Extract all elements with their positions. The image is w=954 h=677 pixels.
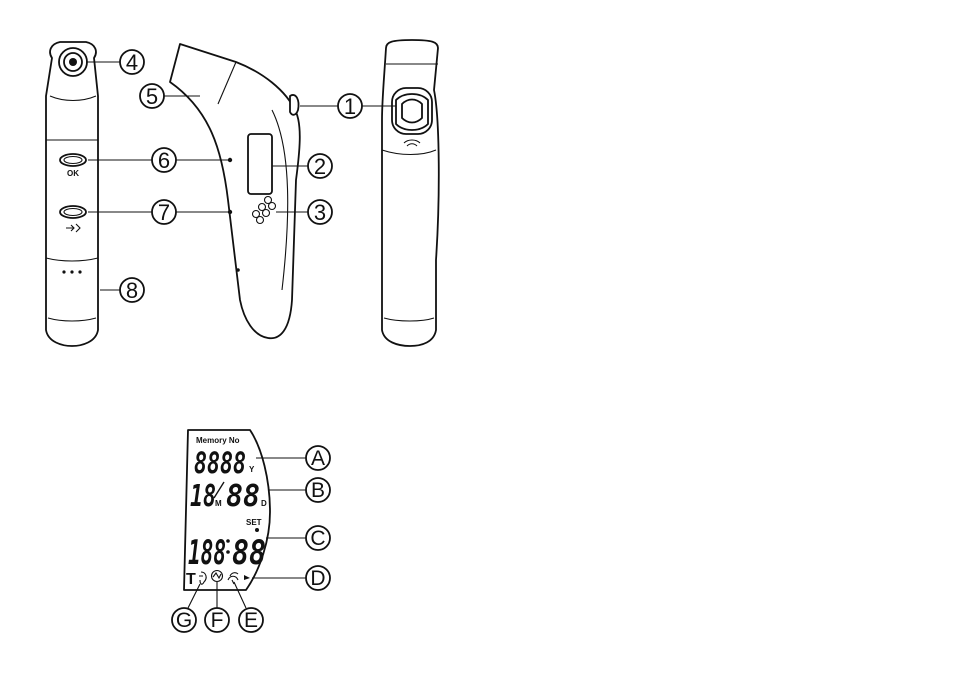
svg-text:D: D — [310, 567, 325, 590]
lcd-leader-lines — [187, 457, 306, 609]
callout-3: 3 — [307, 199, 333, 225]
svg-text:3: 3 — [314, 200, 326, 225]
forehead-icon — [210, 569, 224, 583]
svg-text:B: B — [311, 479, 325, 502]
probe-tip — [58, 47, 88, 77]
lcd-temp-left: 188 — [188, 533, 226, 573]
lcd-display: Memory No 8888 Y 18 M 88 D SET 188 88 T — [183, 429, 271, 591]
callout-A: A — [305, 445, 331, 471]
ok-button[interactable] — [59, 153, 87, 167]
measure-button[interactable] — [289, 94, 300, 116]
lcd-month-digits: 18 — [190, 479, 216, 514]
front-view: OK — [45, 41, 99, 347]
svg-text:C: C — [310, 527, 325, 550]
callout-B: B — [305, 477, 331, 503]
lcd-day-digits: 88 — [226, 479, 260, 514]
callout-7: 7 — [151, 199, 177, 225]
display-window — [247, 133, 273, 195]
sound-icon — [199, 571, 207, 585]
svg-text:4: 4 — [126, 50, 138, 75]
callout-5: 5 — [139, 83, 165, 109]
side-view — [169, 43, 301, 340]
svg-text:5: 5 — [146, 84, 158, 109]
callout-8: 8 — [119, 277, 145, 303]
svg-text:7: 7 — [158, 200, 170, 225]
mode-icons — [251, 195, 277, 225]
svg-text:F: F — [211, 609, 224, 632]
memory-dots-icon — [62, 270, 82, 274]
svg-text:G: G — [176, 609, 192, 632]
lcd-set-label: SET — [246, 518, 262, 527]
callout-1: 1 — [337, 93, 363, 119]
lcd-t-label: T — [186, 571, 196, 588]
callout-D: D — [305, 565, 331, 591]
callout-E: E — [238, 607, 264, 633]
callout-G: G — [171, 607, 197, 633]
measure-button-back[interactable] — [391, 87, 433, 135]
lcd-year-digits: 8888 — [194, 446, 246, 480]
svg-text:8: 8 — [126, 278, 138, 303]
ok-caption: OK — [67, 169, 79, 178]
svg-text:2: 2 — [314, 154, 326, 179]
memory-button[interactable] — [59, 205, 87, 219]
svg-text:E: E — [244, 609, 258, 632]
memory-arrow-icon — [66, 223, 81, 233]
svg-text:6: 6 — [158, 148, 170, 173]
lcd-day-unit: D — [261, 499, 267, 508]
battery-icon — [244, 575, 250, 580]
svg-text:A: A — [311, 447, 325, 470]
lcd-temp-right: 88 — [232, 533, 266, 573]
callout-4: 4 — [119, 49, 145, 75]
svg-text:1: 1 — [344, 94, 356, 119]
wave-icon — [403, 139, 421, 147]
callout-F: F — [204, 607, 230, 633]
lcd-year-unit: Y — [249, 465, 255, 474]
callout-6: 6 — [151, 147, 177, 173]
callout-C: C — [305, 525, 331, 551]
lcd-month-unit: M — [215, 499, 222, 508]
callout-2: 2 — [307, 153, 333, 179]
object-mode-icon — [227, 572, 239, 585]
memory-no-label: Memory No — [196, 436, 240, 445]
back-view — [381, 39, 440, 347]
